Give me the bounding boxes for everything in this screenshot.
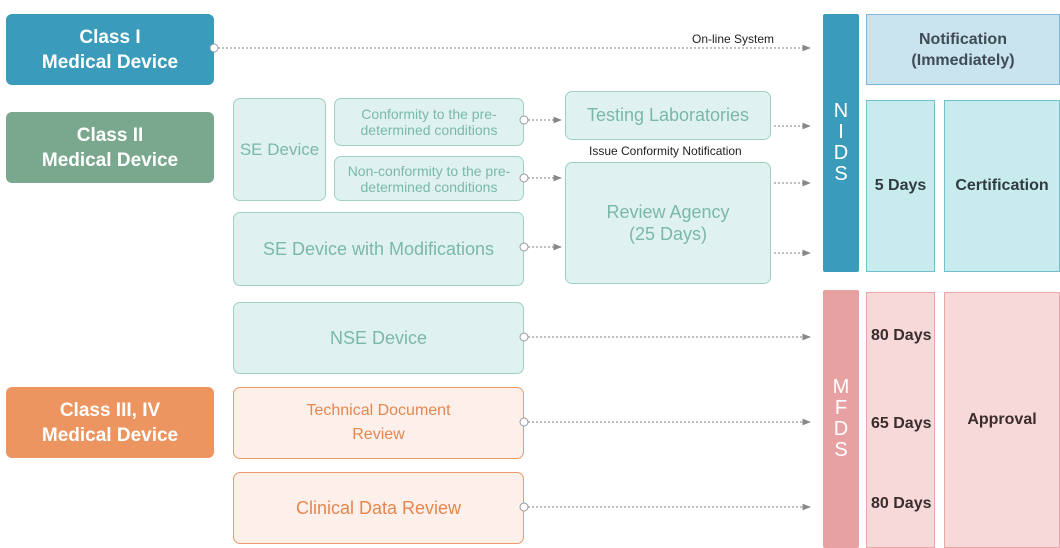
testing-laboratories-box: Testing Laboratories [565,91,771,140]
conformity-box: Conformity to the pre- determined condit… [334,98,524,146]
nse-days-label: 80 Days [871,327,932,344]
clinical-review-box: Clinical Data Review [233,472,524,544]
technical-review-box: Technical Document Review [233,387,524,459]
mfds-agency-bar: M F D S [823,290,859,548]
issue-notification-label: Issue Conformity Notification [589,144,742,158]
notification-box: Notification (Immediately) [866,14,1060,85]
nids-days-box: 5 Days [866,100,935,272]
se-modified-box: SE Device with Modifications [233,212,524,286]
nonconformity-box: Non-conformity to the pre- determined co… [334,156,524,201]
online-system-label: On-line System [692,32,775,46]
class-2-box: Class II Medical Device [6,112,214,183]
review-agency-box: Review Agency (25 Days) [565,162,771,284]
class-1-box: Class I Medical Device [6,14,214,85]
nids-agency-bar: N I D S [823,14,859,272]
certification-box: Certification [944,100,1060,272]
technical-days-label: 65 Days [871,415,932,432]
clinical-days-label: 80 Days [871,495,932,512]
se-device-box: SE Device [233,98,326,201]
nse-device-box: NSE Device [233,302,524,374]
class-3-4-box: Class III, IV Medical Device [6,387,214,458]
approval-box: Approval [944,292,1060,548]
mfds-days-column [866,292,935,548]
